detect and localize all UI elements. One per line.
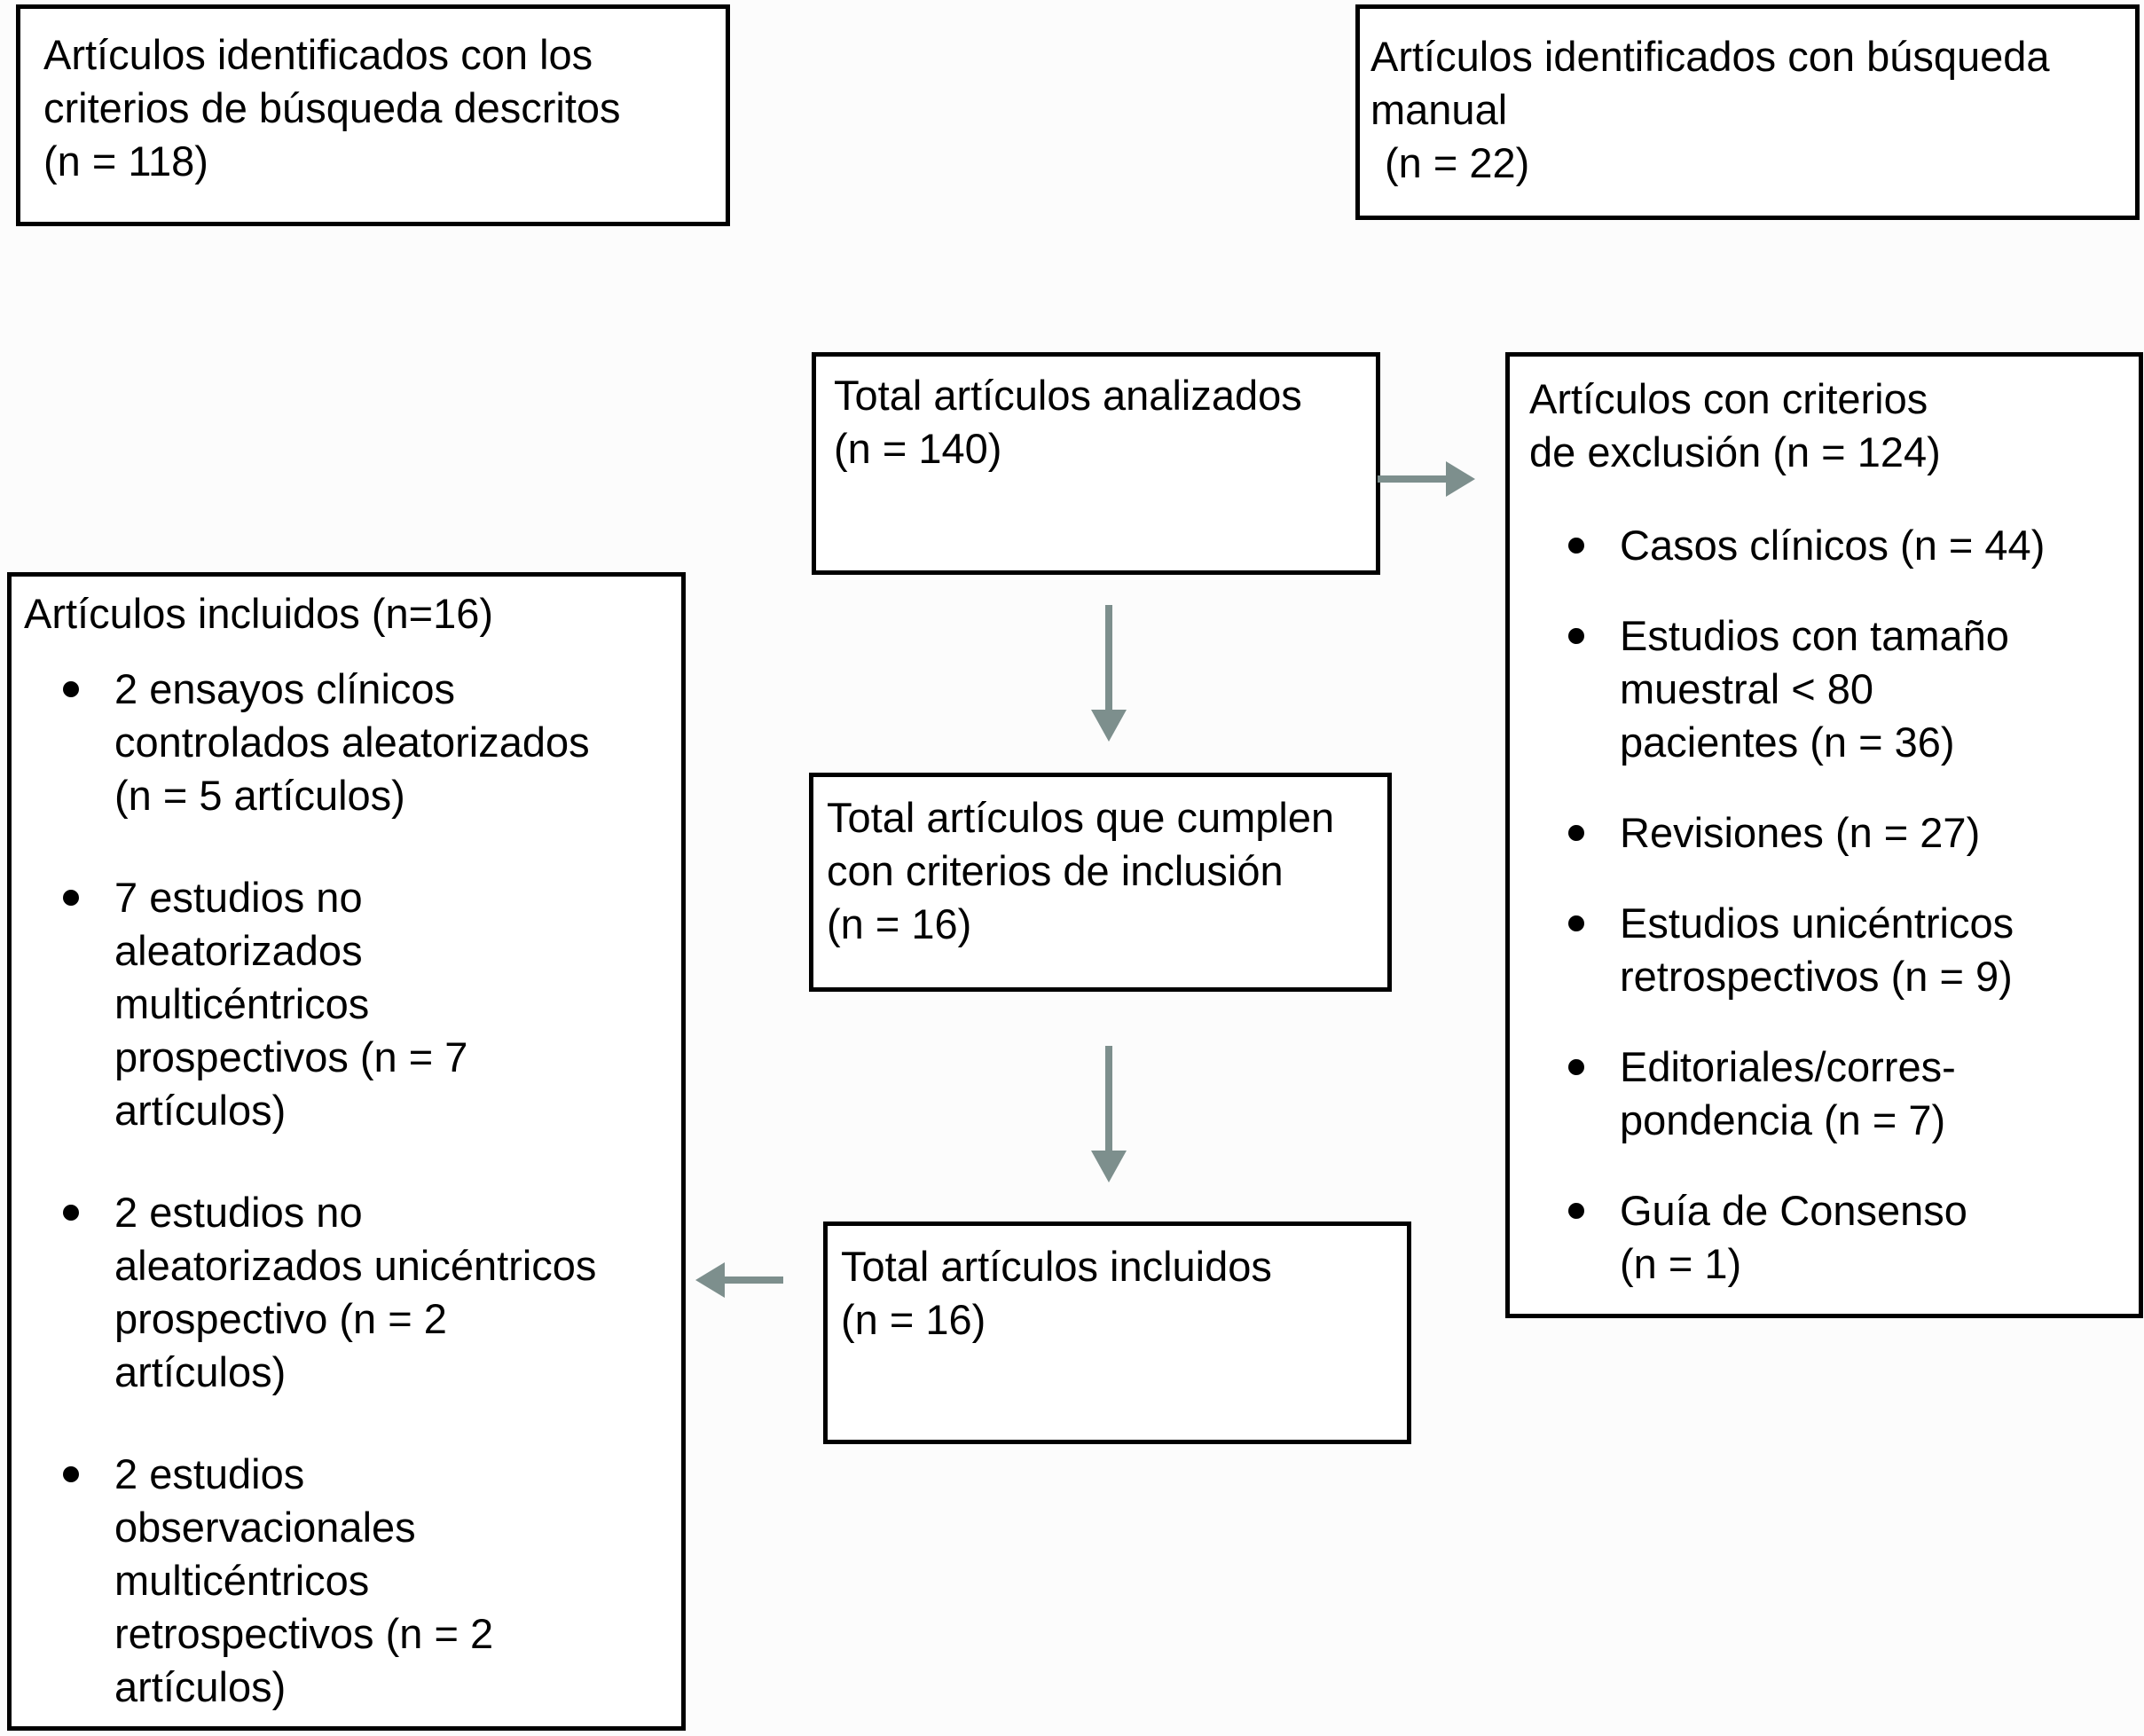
- box-text: Total artículos que cumplen con criterio…: [827, 794, 1335, 894]
- list-item-text: Guía de Consenso (n = 1): [1620, 1187, 1967, 1287]
- list-item-text: Editoriales/corres- pondencia (n = 7): [1620, 1043, 1956, 1143]
- count-label: (n = 16): [841, 1296, 986, 1343]
- bullet-icon: [1568, 915, 1584, 931]
- flow-arrow-down-2-icon: [1091, 1046, 1127, 1182]
- bullet-icon: [1568, 1203, 1584, 1219]
- exclusion-list: Casos clínicos (n = 44) Estudios con tam…: [1529, 519, 2119, 1291]
- box-exclusion-criteria: Artículos con criterios de exclusión (n …: [1505, 352, 2143, 1318]
- bullet-icon: [63, 890, 79, 906]
- count-label: (n = 140): [834, 425, 1002, 472]
- count-label: (n = 22): [1385, 139, 1530, 186]
- list-item: 2 estudios no aleatorizados unicéntricos…: [24, 1186, 669, 1399]
- list-item: Guía de Consenso (n = 1): [1529, 1184, 2119, 1291]
- bullet-icon: [63, 1466, 79, 1482]
- list-item-text: 7 estudios no aleatorizados multicéntric…: [114, 874, 468, 1134]
- list-item-text: Estudios con tamaño muestral < 80 pacien…: [1620, 612, 2009, 766]
- box-articles-identified-search: Artículos identificados con los criterio…: [16, 4, 730, 226]
- list-item-text: 2 ensayos clínicos controlados aleatoriz…: [114, 665, 590, 819]
- bullet-icon: [63, 681, 79, 697]
- box-text: Artículos identificados con los criterio…: [43, 31, 621, 131]
- count-label: (n = 118): [43, 137, 208, 185]
- list-item-text: Estudios unicéntricos retrospectivos (n …: [1620, 899, 2014, 1000]
- list-item: 2 estudios observacionales multicéntrico…: [24, 1448, 669, 1714]
- box-total-included: Total artículos incluidos (n = 16): [823, 1221, 1411, 1444]
- box-articles-identified-manual: Artículos identificados con búsqueda man…: [1355, 4, 2140, 220]
- flow-arrow-right-icon: [1378, 461, 1475, 497]
- box-title: Artículos incluidos (n=16): [24, 590, 494, 637]
- included-list: 2 ensayos clínicos controlados aleatoriz…: [24, 663, 669, 1714]
- box-text: Total artículos incluidos: [841, 1243, 1272, 1290]
- box-text: Total artículos analizados: [834, 372, 1302, 419]
- bullet-icon: [1568, 825, 1584, 841]
- bullet-icon: [1568, 538, 1584, 554]
- flow-arrow-left-icon: [695, 1262, 783, 1298]
- list-item: Estudios unicéntricos retrospectivos (n …: [1529, 897, 2119, 1003]
- bullet-icon: [1568, 628, 1584, 644]
- box-meet-inclusion-criteria: Total artículos que cumplen con criterio…: [809, 773, 1392, 992]
- list-item: Casos clínicos (n = 44): [1529, 519, 2119, 572]
- list-item-text: 2 estudios observacionales multicéntrico…: [114, 1450, 494, 1710]
- list-item: 2 ensayos clínicos controlados aleatoriz…: [24, 663, 669, 822]
- list-item-text: Casos clínicos (n = 44): [1620, 522, 2046, 569]
- list-item: Estudios con tamaño muestral < 80 pacien…: [1529, 609, 2119, 769]
- box-title: Artículos con criterios de exclusión (n …: [1529, 375, 1941, 475]
- count-label: (n = 16): [827, 900, 972, 947]
- box-included-articles-detail: Artículos incluidos (n=16) 2 ensayos clí…: [7, 572, 686, 1731]
- flow-arrow-down-1-icon: [1091, 605, 1127, 742]
- box-total-analyzed: Total artículos analizados (n = 140): [812, 352, 1380, 575]
- box-text: Artículos identificados con búsqueda man…: [1370, 33, 2050, 133]
- list-item: 7 estudios no aleatorizados multicéntric…: [24, 871, 669, 1137]
- list-item: Revisiones (n = 27): [1529, 806, 2119, 860]
- bullet-icon: [1568, 1059, 1584, 1075]
- list-item: Editoriales/corres- pondencia (n = 7): [1529, 1041, 2119, 1147]
- bullet-icon: [63, 1205, 79, 1221]
- list-item-text: Revisiones (n = 27): [1620, 809, 1981, 856]
- list-item-text: 2 estudios no aleatorizados unicéntricos…: [114, 1189, 597, 1395]
